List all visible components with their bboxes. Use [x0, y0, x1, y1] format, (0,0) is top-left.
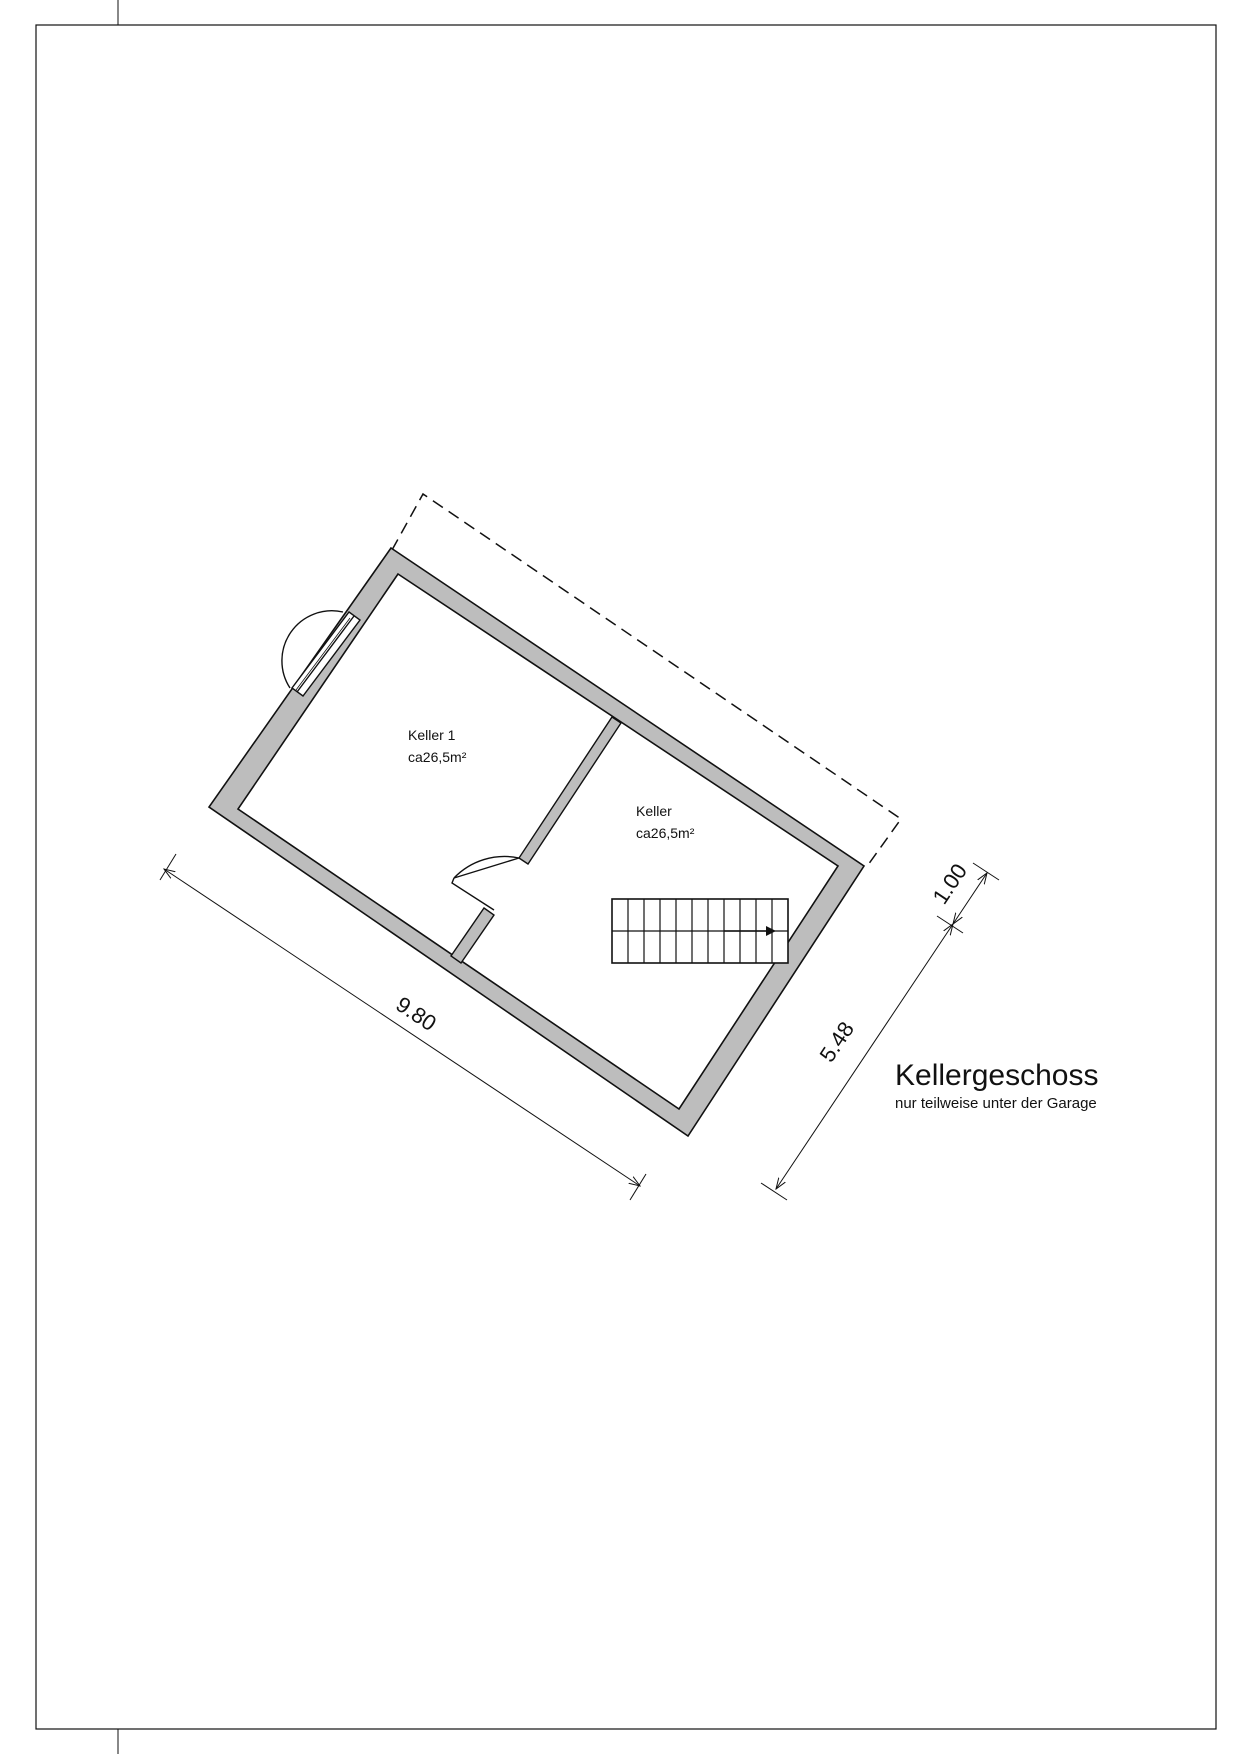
dimension-width-label: 5.48 — [814, 1017, 859, 1067]
door-leaf — [453, 857, 520, 879]
room-area-keller: ca26,5m² — [636, 825, 695, 841]
drawing-title: Kellergeschoss — [895, 1059, 1098, 1092]
dimension-length: 9.80 — [159, 853, 647, 1201]
partition-wall-lower — [450, 907, 495, 964]
sheet-frame — [35, 24, 1217, 1730]
room-area-keller-1: ca26,5m² — [408, 749, 467, 765]
window-swing-arc — [281, 610, 344, 689]
room-label-keller: Keller — [636, 803, 672, 819]
drawing-subtitle: nur teilweise unter der Garage — [895, 1095, 1097, 1112]
garage-outline-dashed — [391, 492, 903, 866]
dimension-length-label: 9.80 — [391, 991, 441, 1036]
dimension-offset-label: 1.00 — [927, 859, 972, 909]
staircase — [611, 898, 789, 964]
partition-wall-upper — [518, 716, 622, 865]
dimension-width: 5.48 1.00 — [760, 859, 1000, 1201]
room-label-keller-1: Keller 1 — [408, 727, 456, 743]
